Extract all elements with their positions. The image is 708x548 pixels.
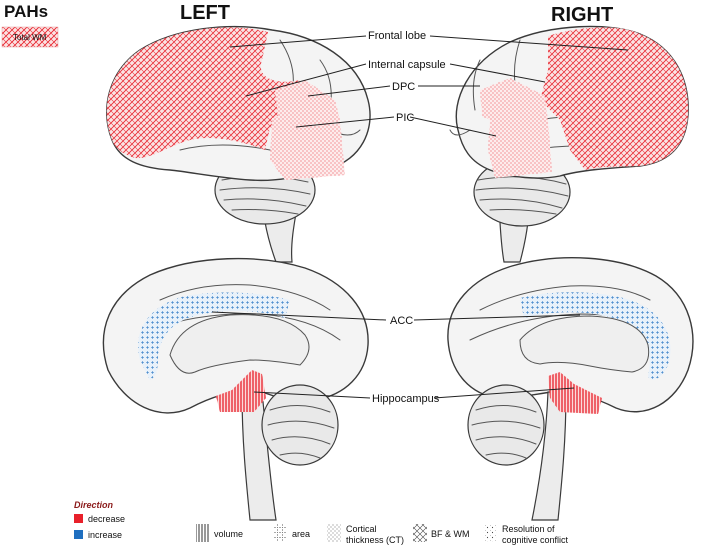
label-acc: ACC	[390, 315, 413, 327]
total-wm-label: Total WM	[13, 33, 47, 42]
legend-ct-label-2: thickness (CT)	[346, 535, 404, 545]
label-pic: PIC	[396, 112, 414, 124]
left-total-wm-region	[106, 27, 300, 159]
left-hippocampus-region	[216, 370, 266, 412]
right-medial-brain	[447, 257, 694, 521]
legend-increase-label: increase	[88, 530, 122, 540]
label-dpc: DPC	[392, 81, 415, 93]
left-lateral-brain	[106, 25, 371, 263]
left-header: LEFT	[180, 2, 230, 24]
legend-bfwm-label: BF & WM	[431, 529, 470, 539]
legend-decrease-swatch	[74, 514, 83, 523]
legend-area-swatch	[273, 524, 287, 542]
left-pic-region	[270, 112, 345, 180]
bottom-leader-lines	[211, 311, 581, 399]
right-pic-region	[488, 112, 552, 178]
left-acc-region	[138, 292, 290, 380]
legend-decrease-label: decrease	[88, 514, 125, 524]
legend-direction-title: Direction	[74, 500, 114, 510]
right-acc-region	[520, 292, 671, 380]
top-leader-lines	[229, 35, 629, 137]
legend-increase-swatch	[74, 530, 83, 539]
legend-resolution-label-2: cognitive conflict	[502, 535, 569, 545]
legend-bfwm-swatch	[413, 524, 427, 542]
legend-ct-label-1: Cortical	[346, 524, 377, 534]
right-hippocampus-region	[548, 372, 602, 414]
left-medial-brain	[102, 257, 369, 521]
label-hippocampus: Hippocampus	[372, 393, 440, 405]
label-frontal-lobe: Frontal lobe	[368, 30, 426, 42]
label-internal-capsule: Internal capsule	[368, 59, 446, 71]
legend-volume-swatch	[196, 524, 210, 542]
right-header: RIGHT	[551, 4, 613, 26]
legend-resolution-label-1: Resolution of	[502, 524, 555, 534]
legend-resolution-swatch	[483, 524, 497, 542]
figure-title: PAHs	[4, 2, 48, 21]
legend-ct-swatch	[327, 524, 341, 542]
total-wm-swatch	[1, 26, 59, 48]
legend-volume-label: volume	[214, 529, 243, 539]
right-lateral-brain	[449, 25, 689, 263]
right-total-wm-region	[540, 27, 689, 170]
legend-area-label: area	[292, 529, 310, 539]
